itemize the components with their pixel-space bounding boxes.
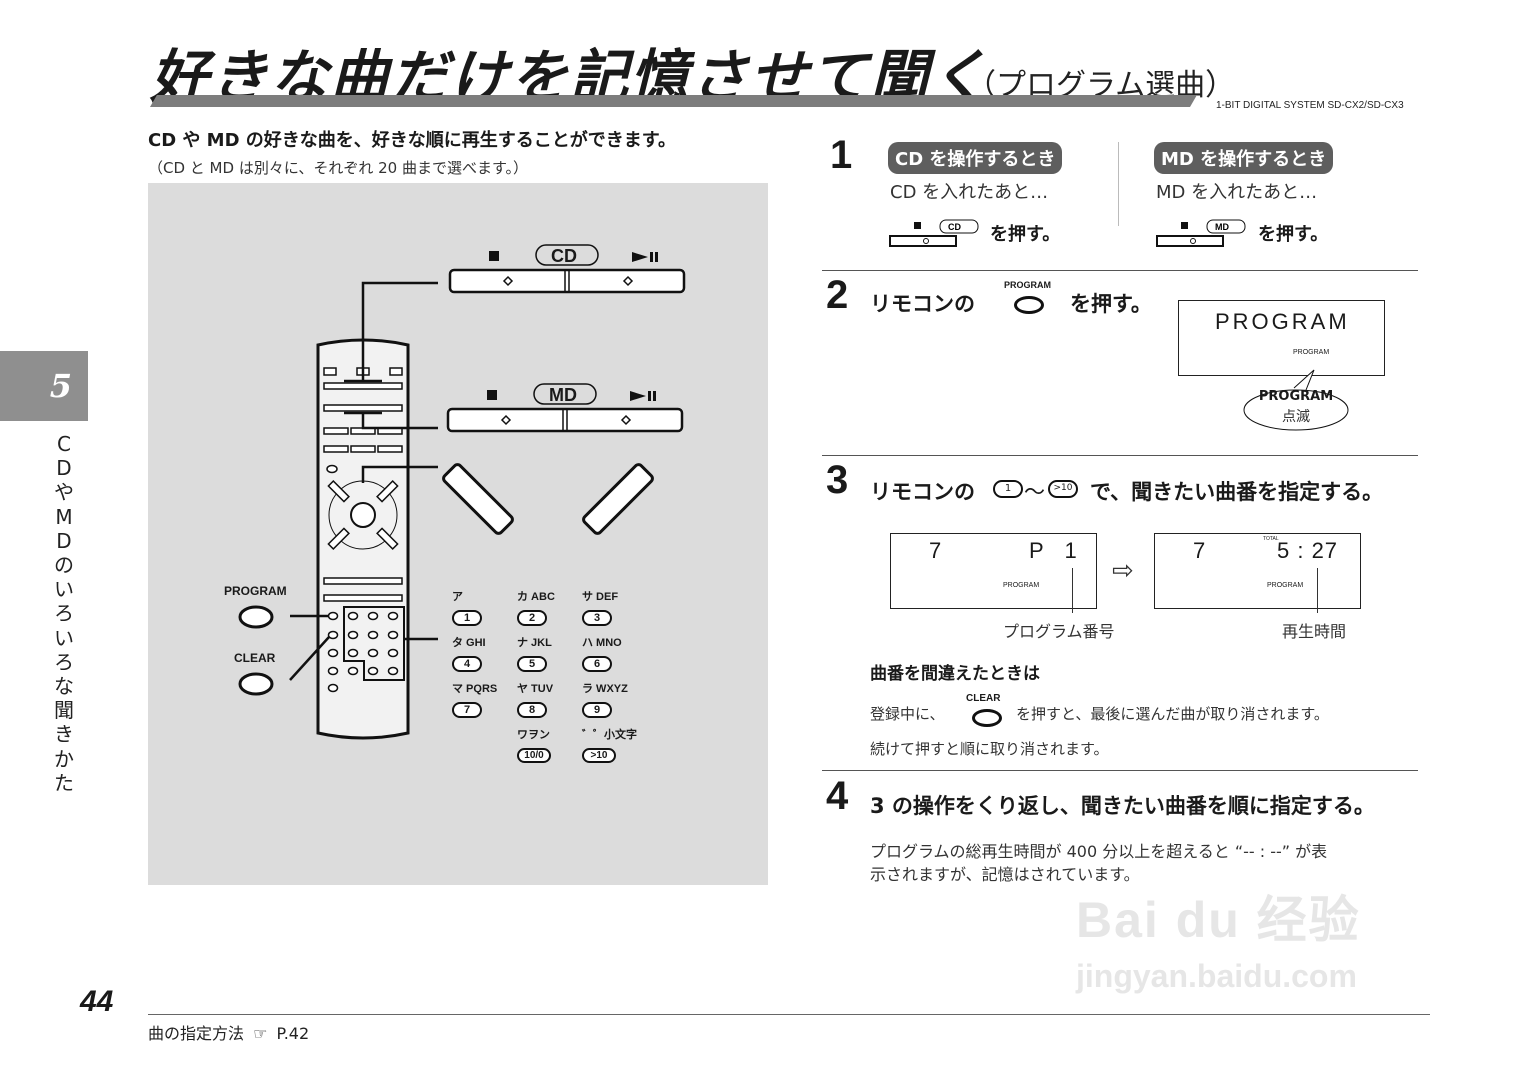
- md-button-illustration: [446, 383, 684, 433]
- md-label: MD: [549, 385, 577, 405]
- key-over10-icon: >10: [1048, 480, 1078, 498]
- clear-button-icon: [972, 709, 1002, 727]
- cd-stop-button-icon: CD: [888, 218, 984, 248]
- md-stop-button-icon: MD: [1155, 218, 1251, 248]
- arrow-right-icon: ⇨: [1112, 556, 1134, 586]
- lcd-display-program: PROGRAM PROGRAM: [1178, 300, 1385, 376]
- pointing-hand-icon: ☞: [253, 1024, 268, 1043]
- step-divider: [822, 455, 1418, 456]
- key-1-icon: 1: [993, 480, 1023, 498]
- tilde: 〜: [1024, 480, 1045, 504]
- program-number-caption: プログラム番号: [1003, 622, 1115, 641]
- keypad-key-over10: ゛゜小文字>10: [582, 729, 637, 763]
- cd-press-text: を押す。: [990, 224, 1061, 245]
- blink-callout: PROGRAM 点滅: [1242, 368, 1350, 434]
- step-3-text-before: リモコンの: [870, 480, 975, 504]
- chapter-title-vertical: CDやMDのいろいろな聞きかた: [54, 432, 74, 795]
- cd-mode-badge: CD を操作するとき: [888, 142, 1063, 174]
- step-divider: [822, 770, 1418, 771]
- step-1-divider: [1118, 142, 1119, 226]
- chapter-number: 5: [49, 367, 72, 405]
- remote-control-illustration: [238, 244, 686, 740]
- step-2-number: 2: [826, 273, 849, 317]
- step-2-program-button-label: PROGRAM: [1004, 280, 1051, 290]
- reference-text: 曲の指定方法: [148, 1024, 245, 1043]
- mistake-line1-after: を押すと、最後に選んだ曲が取り消されます。: [1016, 705, 1329, 723]
- step-3-text-after: で、聞きたい曲番を指定する。: [1090, 480, 1384, 504]
- step-2-text-before: リモコンの: [870, 292, 975, 316]
- footer-rule: [148, 1014, 1430, 1015]
- lcd-display-program-number: 7 P 1 PROGRAM: [890, 533, 1097, 609]
- step-4-note-line2: 示されますが、記憶はされています。: [870, 865, 1140, 884]
- footer-reference[interactable]: 曲の指定方法 ☞ P.42: [148, 1020, 309, 1044]
- cd-instruction: CD を入れたあと…: [890, 182, 1049, 203]
- reference-page: P.42: [276, 1024, 310, 1043]
- svg-text:MD: MD: [1215, 222, 1229, 232]
- clear-label: CLEAR: [234, 651, 276, 665]
- program-label: PROGRAM: [224, 584, 287, 598]
- skip-back-button-illustration: [442, 463, 514, 535]
- clear-button-label: CLEAR: [966, 693, 1001, 704]
- step-4-text: 3 の操作をくり返し、聞きたい曲番を順に指定する。: [870, 794, 1375, 818]
- page-number: 44: [80, 985, 114, 1018]
- svg-text:CD: CD: [948, 222, 961, 232]
- mistake-heading: 曲番を間違えたときは: [870, 664, 1040, 684]
- step-4-note-line1: プログラムの総再生時間が 400 分以上を超えると “-- : --” が表: [870, 842, 1328, 861]
- title-underline-bar: [150, 95, 1197, 107]
- md-press-text: を押す。: [1258, 224, 1329, 245]
- cd-button-illustration: [448, 244, 686, 294]
- md-mode-badge: MD を操作するとき: [1154, 142, 1334, 174]
- program-indicator: PROGRAM: [1293, 349, 1330, 356]
- play-time-caption: 再生時間: [1282, 622, 1347, 641]
- remote-illustration-panel: [148, 183, 768, 885]
- intro-note: （CD と MD は別々に、それぞれ 20 曲まで選べます。）: [148, 159, 528, 177]
- chapter-tab: 5: [0, 351, 88, 421]
- step-4-number: 4: [826, 774, 849, 818]
- program-button-icon: [1014, 296, 1044, 314]
- step-2-text-after: を押す。: [1070, 292, 1152, 316]
- cd-label: CD: [551, 246, 577, 266]
- model-name: 1-BIT DIGITAL SYSTEM SD-CX2/SD-CX3: [1216, 100, 1404, 111]
- intro-lead: CD や MD の好きな曲を、好きな順に再生することができます。: [148, 130, 677, 151]
- skip-forward-button-illustration: [582, 463, 654, 535]
- md-instruction: MD を入れたあと…: [1156, 182, 1318, 203]
- baidu-watermark: Bai du 经验 jingyan.baidu.com: [1076, 892, 1361, 994]
- step-1-number: 1: [830, 133, 853, 177]
- mistake-line2: 続けて押すと順に取り消されます。: [870, 740, 1109, 758]
- lcd-display-total-time: 7 TOTAL 5 : 27 PROGRAM: [1154, 533, 1361, 609]
- step-divider: [822, 270, 1418, 271]
- step-3-number: 3: [826, 458, 849, 502]
- mistake-line1-before: 登録中に、: [870, 705, 945, 723]
